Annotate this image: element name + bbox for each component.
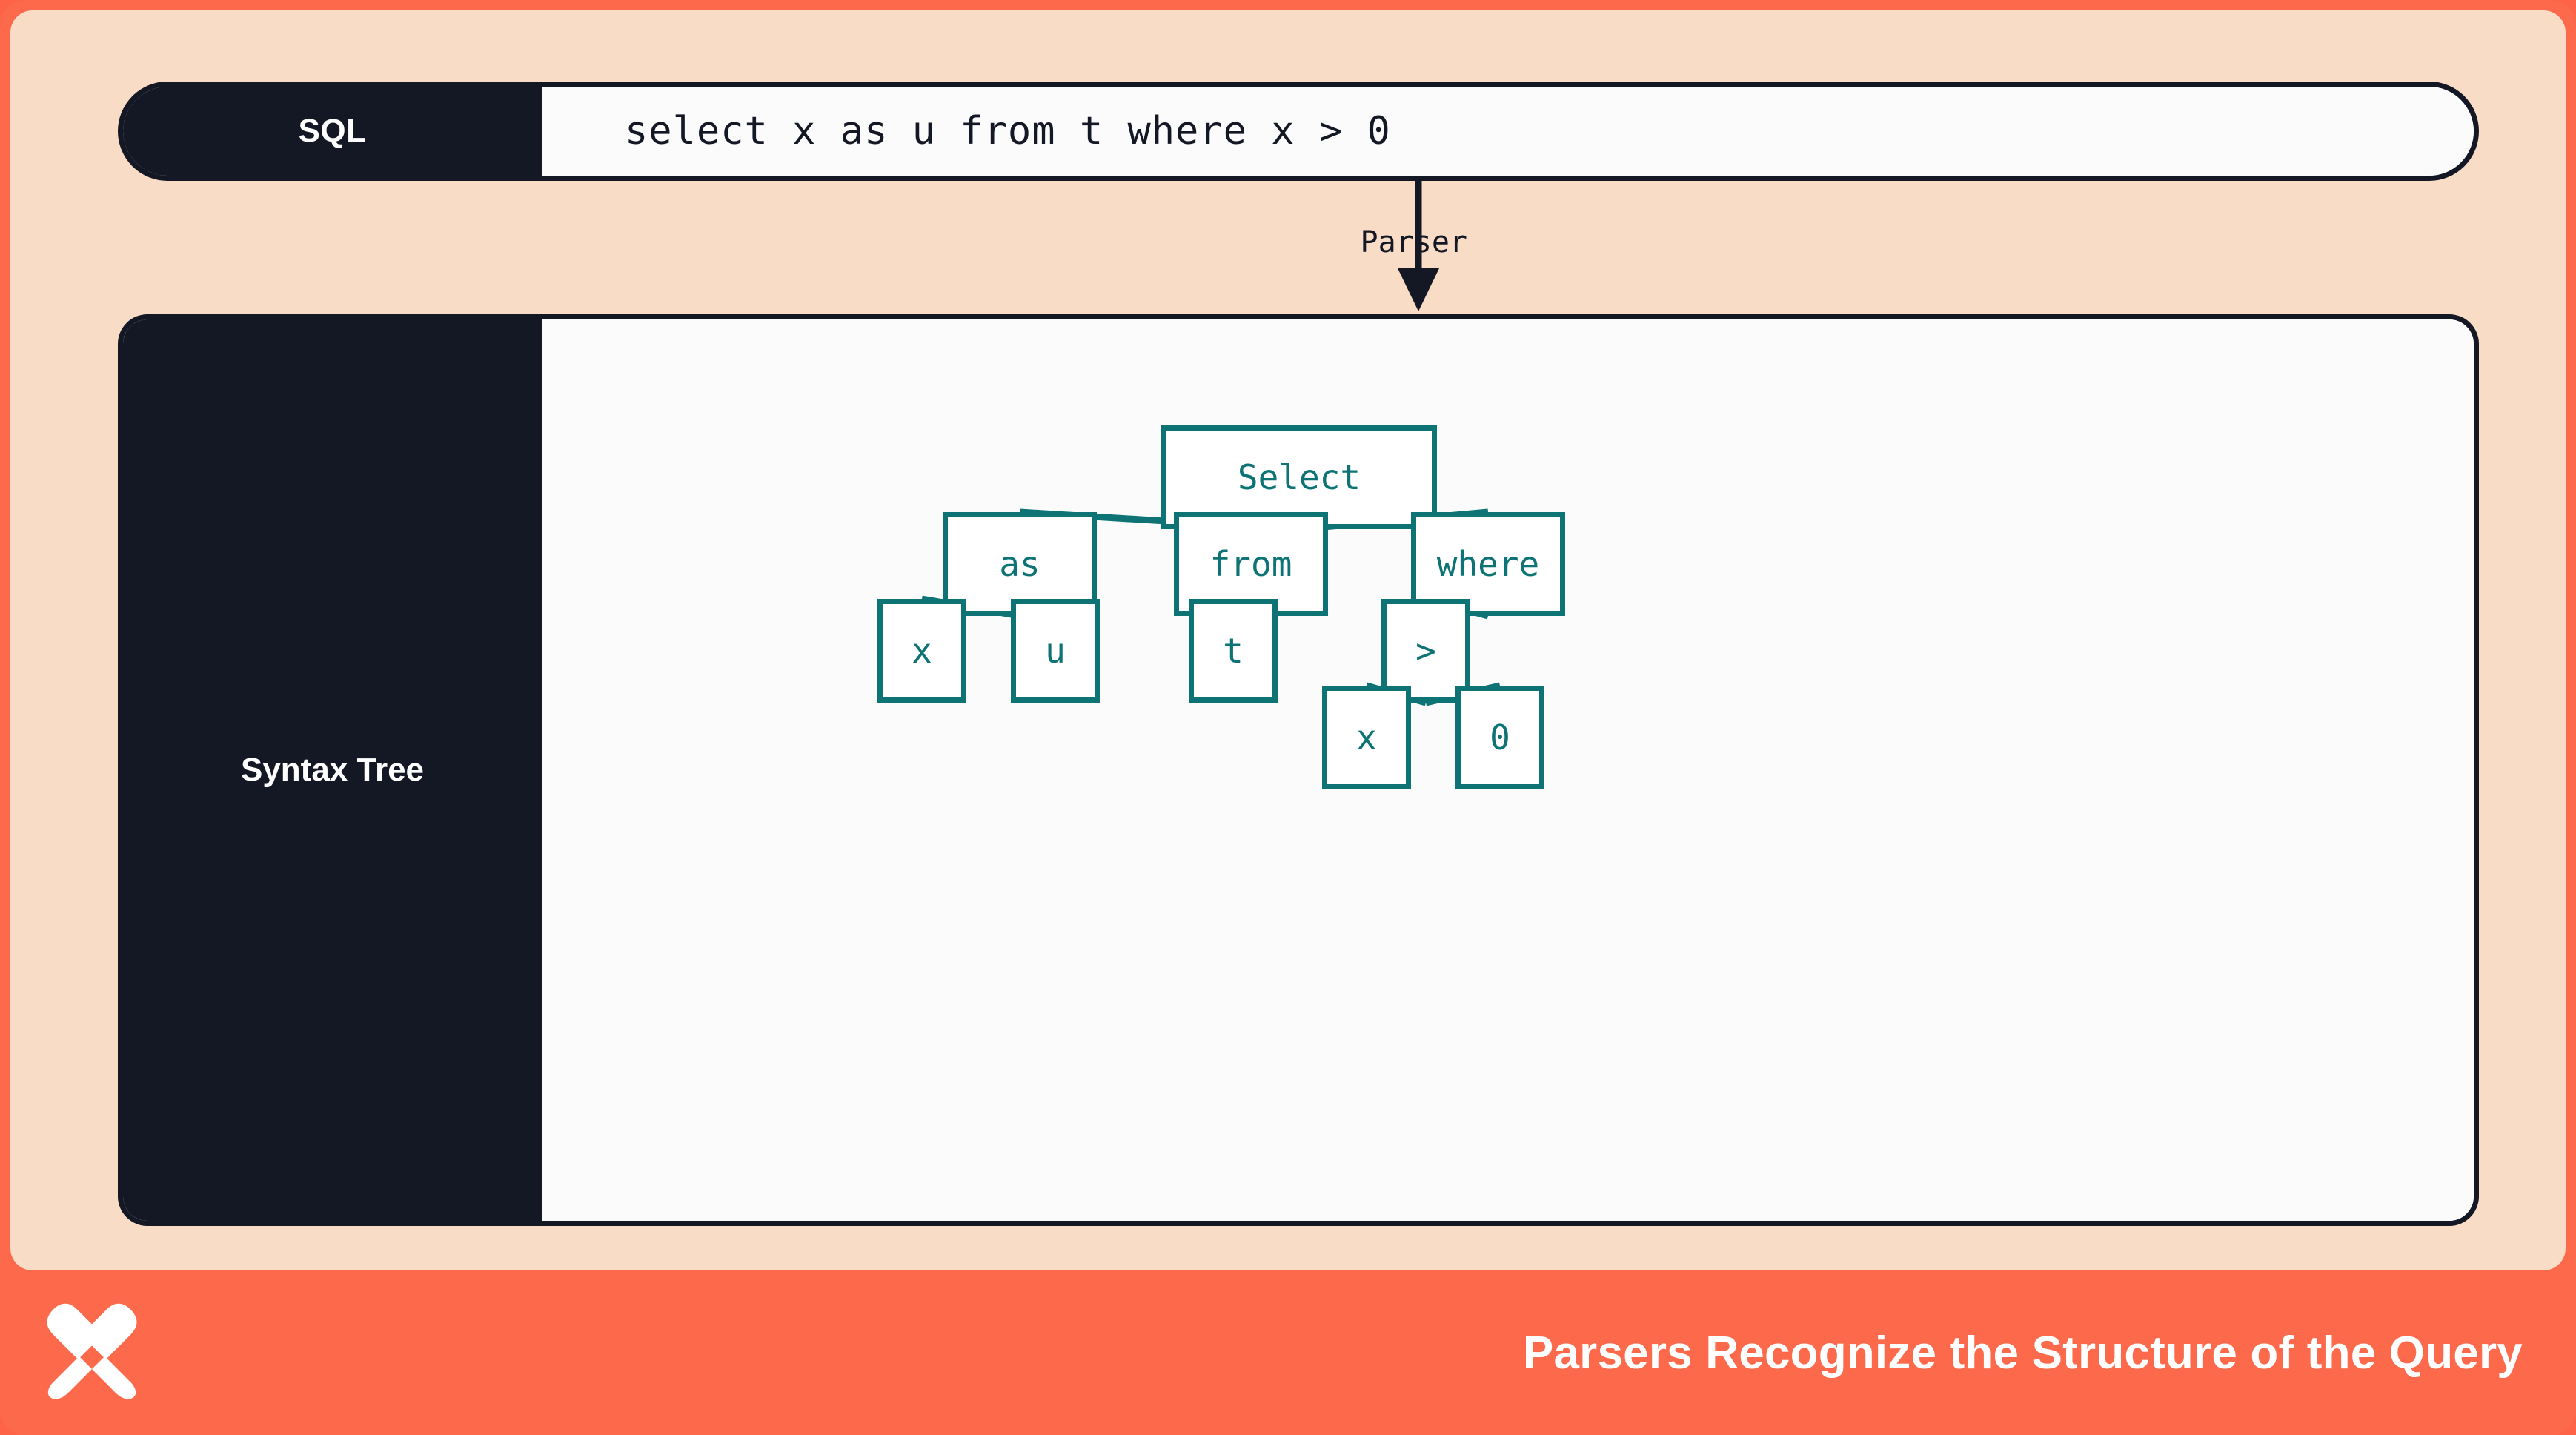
parser-arrow-icon [1398, 181, 1439, 311]
tree-node-label: Select [1237, 457, 1361, 497]
sql-row: SQL select x as u from t where x > 0 [118, 82, 2479, 181]
butterfly-x-logo-icon [47, 1303, 137, 1399]
tree-node-as_u[interactable]: u [1011, 599, 1100, 703]
sql-query-text[interactable]: select x as u from t where x > 0 [542, 87, 2474, 176]
tree-node-label: where [1436, 544, 1540, 584]
syntax-tree-label: Syntax Tree [123, 319, 542, 1221]
tree-node-select[interactable]: Select [1161, 425, 1437, 529]
tree-node-label: u [1045, 631, 1066, 671]
tree-node-gt[interactable]: > [1381, 599, 1470, 703]
tree-node-from_t[interactable]: t [1189, 599, 1278, 703]
tree-node-gt_x[interactable]: x [1322, 686, 1411, 789]
tree-node-label: from [1209, 544, 1292, 584]
sql-row-label: SQL [123, 87, 542, 176]
tree-node-label: > [1415, 631, 1436, 671]
tree-node-where[interactable]: where [1411, 512, 1565, 616]
tree-node-label: as [999, 544, 1040, 584]
tree-node-label: x [912, 631, 932, 671]
tree-node-label: x [1356, 718, 1377, 758]
tree-node-label: 0 [1490, 718, 1510, 758]
syntax-tree-canvas: Select as from where x u t > x 0 [542, 319, 2474, 1221]
tree-node-as_x[interactable]: x [877, 599, 966, 703]
tree-node-label: t [1223, 631, 1244, 671]
footer-tagline: Parsers Recognize the Structure of the Q… [1522, 1327, 2523, 1379]
content-panel: SQL select x as u from t where x > 0 Par… [10, 10, 2566, 1270]
footer-bar: Parsers Recognize the Structure of the Q… [0, 1270, 2576, 1435]
tree-node-gt_0[interactable]: 0 [1455, 686, 1544, 789]
parser-arrow-label: Parser [1360, 225, 1468, 259]
syntax-tree-row: Syntax Tree Select as from where x u t > x 0 [118, 314, 2479, 1226]
tree-node-from[interactable]: from [1174, 512, 1328, 616]
